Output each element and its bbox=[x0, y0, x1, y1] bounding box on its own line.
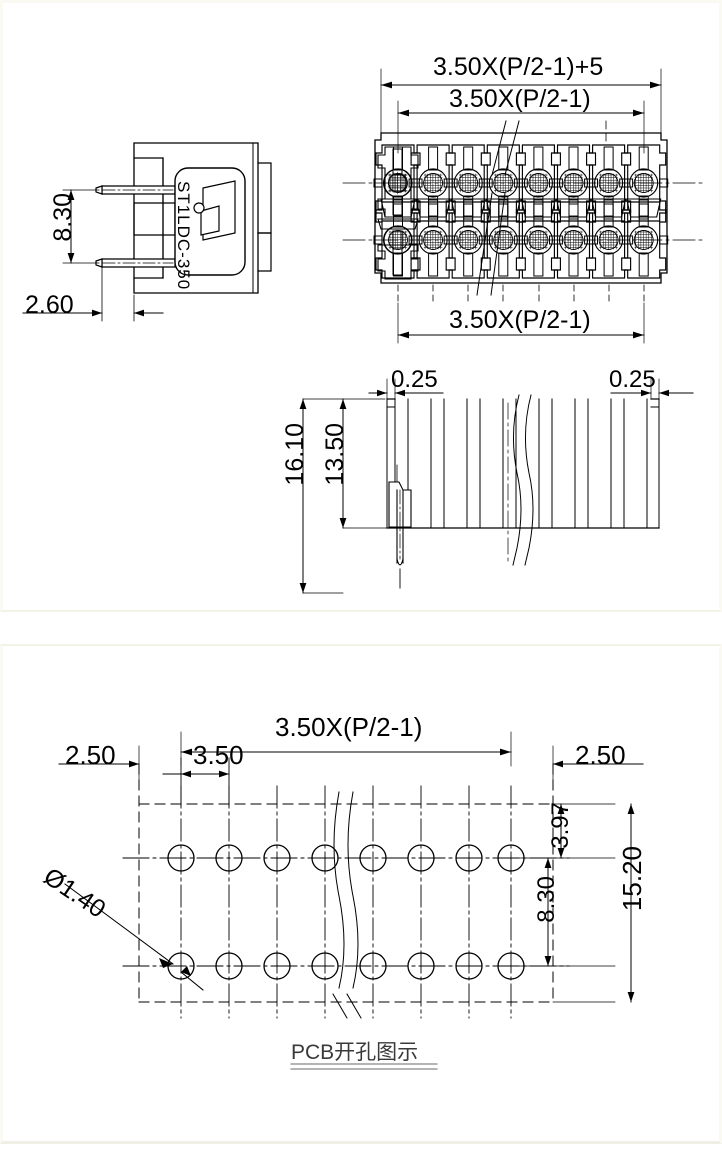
pcb-drilling-pattern bbox=[58, 731, 644, 1070]
top-plan-view bbox=[342, 68, 704, 344]
dimension-row-to-row-pcb: 8.30 bbox=[533, 876, 560, 923]
pcb-layout-caption: PCB开孔图示 bbox=[291, 1041, 419, 1064]
dimension-hole-span-pcb: 3.50X(P/2-1) bbox=[275, 712, 423, 742]
dimension-hole-pitch-pcb: 3.50 bbox=[193, 740, 244, 770]
front-elevation-view bbox=[299, 378, 694, 594]
drawing-panel-product-views: 8.30 2.60 ST1LDC-350 bbox=[0, 0, 722, 612]
dimension-pin-width-right: 0.25 bbox=[609, 366, 656, 393]
dimension-edge-margin-left-pcb: 2.50 bbox=[65, 740, 116, 770]
dimension-2-60-side: 2.60 bbox=[25, 291, 74, 319]
dimension-body-height-front: 13.50 bbox=[321, 423, 349, 486]
dimension-pitch-span-top: 3.50X(P/2-1) bbox=[449, 85, 591, 113]
dimension-pitch-span-bottom: 3.50X(P/2-1) bbox=[449, 306, 591, 334]
dimension-overall-width-top: 3.50X(P/2-1)+5 bbox=[433, 53, 604, 81]
dimension-pin-width-left: 0.25 bbox=[391, 366, 438, 393]
side-elevation-view bbox=[22, 142, 272, 322]
drawing-panel-pcb-layout: 3.50X(P/2-1) 2.50 3.50 2.50 3.97 8.30 15… bbox=[0, 644, 722, 1144]
dimension-overall-height-front: 16.10 bbox=[281, 423, 309, 486]
dimension-overall-depth-pcb: 15.20 bbox=[617, 846, 647, 912]
dimension-edge-margin-right-pcb: 2.50 bbox=[575, 740, 626, 770]
panel-divider bbox=[0, 612, 722, 644]
dimension-top-edge-to-row1-pcb: 3.97 bbox=[547, 802, 574, 849]
